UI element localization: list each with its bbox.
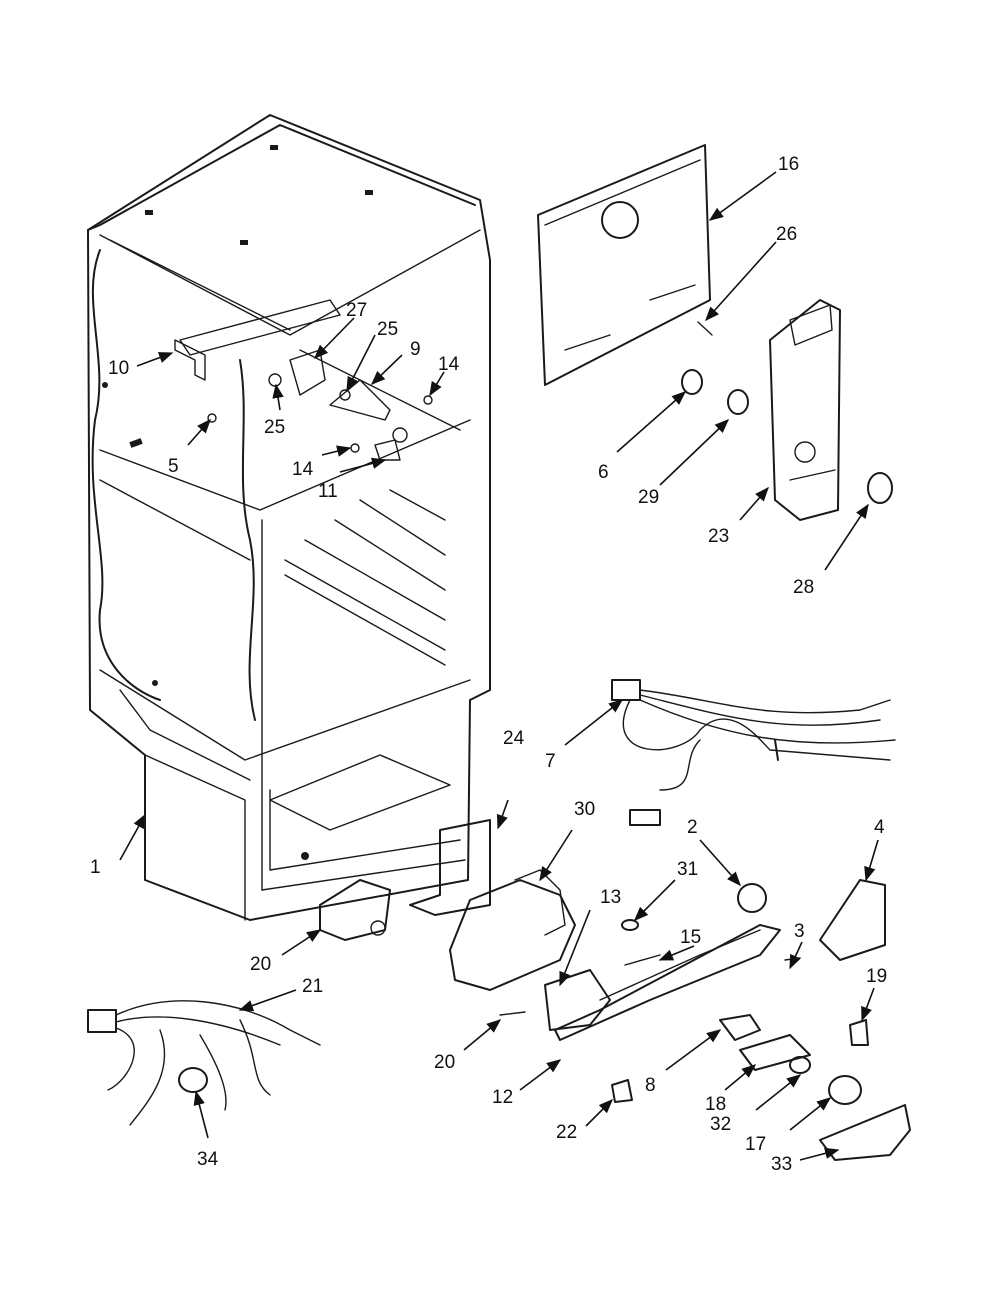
callout-18: 18	[705, 1094, 726, 1115]
callout-2: 2	[687, 817, 698, 838]
callout-26: 26	[776, 224, 797, 245]
callout-21: 21	[302, 976, 323, 997]
callout-34: 34	[197, 1149, 219, 1170]
callout-9: 9	[410, 339, 421, 360]
callout-31: 31	[677, 859, 698, 880]
callout-27: 27	[346, 300, 367, 321]
callout-6: 6	[598, 462, 609, 483]
lower-components	[319, 819, 911, 1161]
control-brackets	[174, 339, 433, 461]
callout-5: 5	[168, 456, 179, 477]
callout-33: 33	[771, 1154, 792, 1175]
callout-22: 22	[556, 1122, 577, 1143]
callout-13: 13	[600, 887, 621, 908]
wire-harness	[611, 679, 896, 826]
callout-14a: 14	[438, 354, 460, 375]
callout-23: 23	[708, 526, 729, 547]
callout-19: 19	[866, 966, 887, 987]
rear-panel	[537, 144, 711, 386]
callout-8: 8	[645, 1075, 656, 1096]
callout-1: 1	[90, 857, 101, 878]
callout-25b: 25	[264, 417, 285, 438]
callout-30: 30	[574, 799, 595, 820]
callout-29: 29	[638, 487, 659, 508]
callout-12: 12	[492, 1087, 513, 1108]
callout-24: 24	[503, 728, 525, 749]
callout-10: 10	[108, 358, 129, 379]
callout-28: 28	[793, 577, 814, 598]
callout-labels: 16 26 6 29 23 28 7 24 30 2 4 31 13 3 15 …	[90, 154, 887, 1175]
callout-16: 16	[778, 154, 799, 175]
callout-25a: 25	[377, 319, 398, 340]
callout-3: 3	[794, 921, 805, 942]
refrigerator-liner	[87, 114, 491, 921]
callout-7: 7	[545, 751, 556, 772]
lower-harness	[87, 1000, 321, 1126]
callout-17: 17	[745, 1134, 766, 1155]
callout-14b: 14	[292, 459, 314, 480]
callout-20a: 20	[250, 954, 271, 975]
control-housing	[681, 299, 893, 521]
callout-11: 11	[318, 481, 338, 502]
callout-32: 32	[710, 1114, 731, 1135]
callout-15: 15	[680, 927, 701, 948]
leader-lines	[119, 171, 879, 1161]
callout-4: 4	[874, 817, 885, 838]
callout-20b: 20	[434, 1052, 455, 1073]
